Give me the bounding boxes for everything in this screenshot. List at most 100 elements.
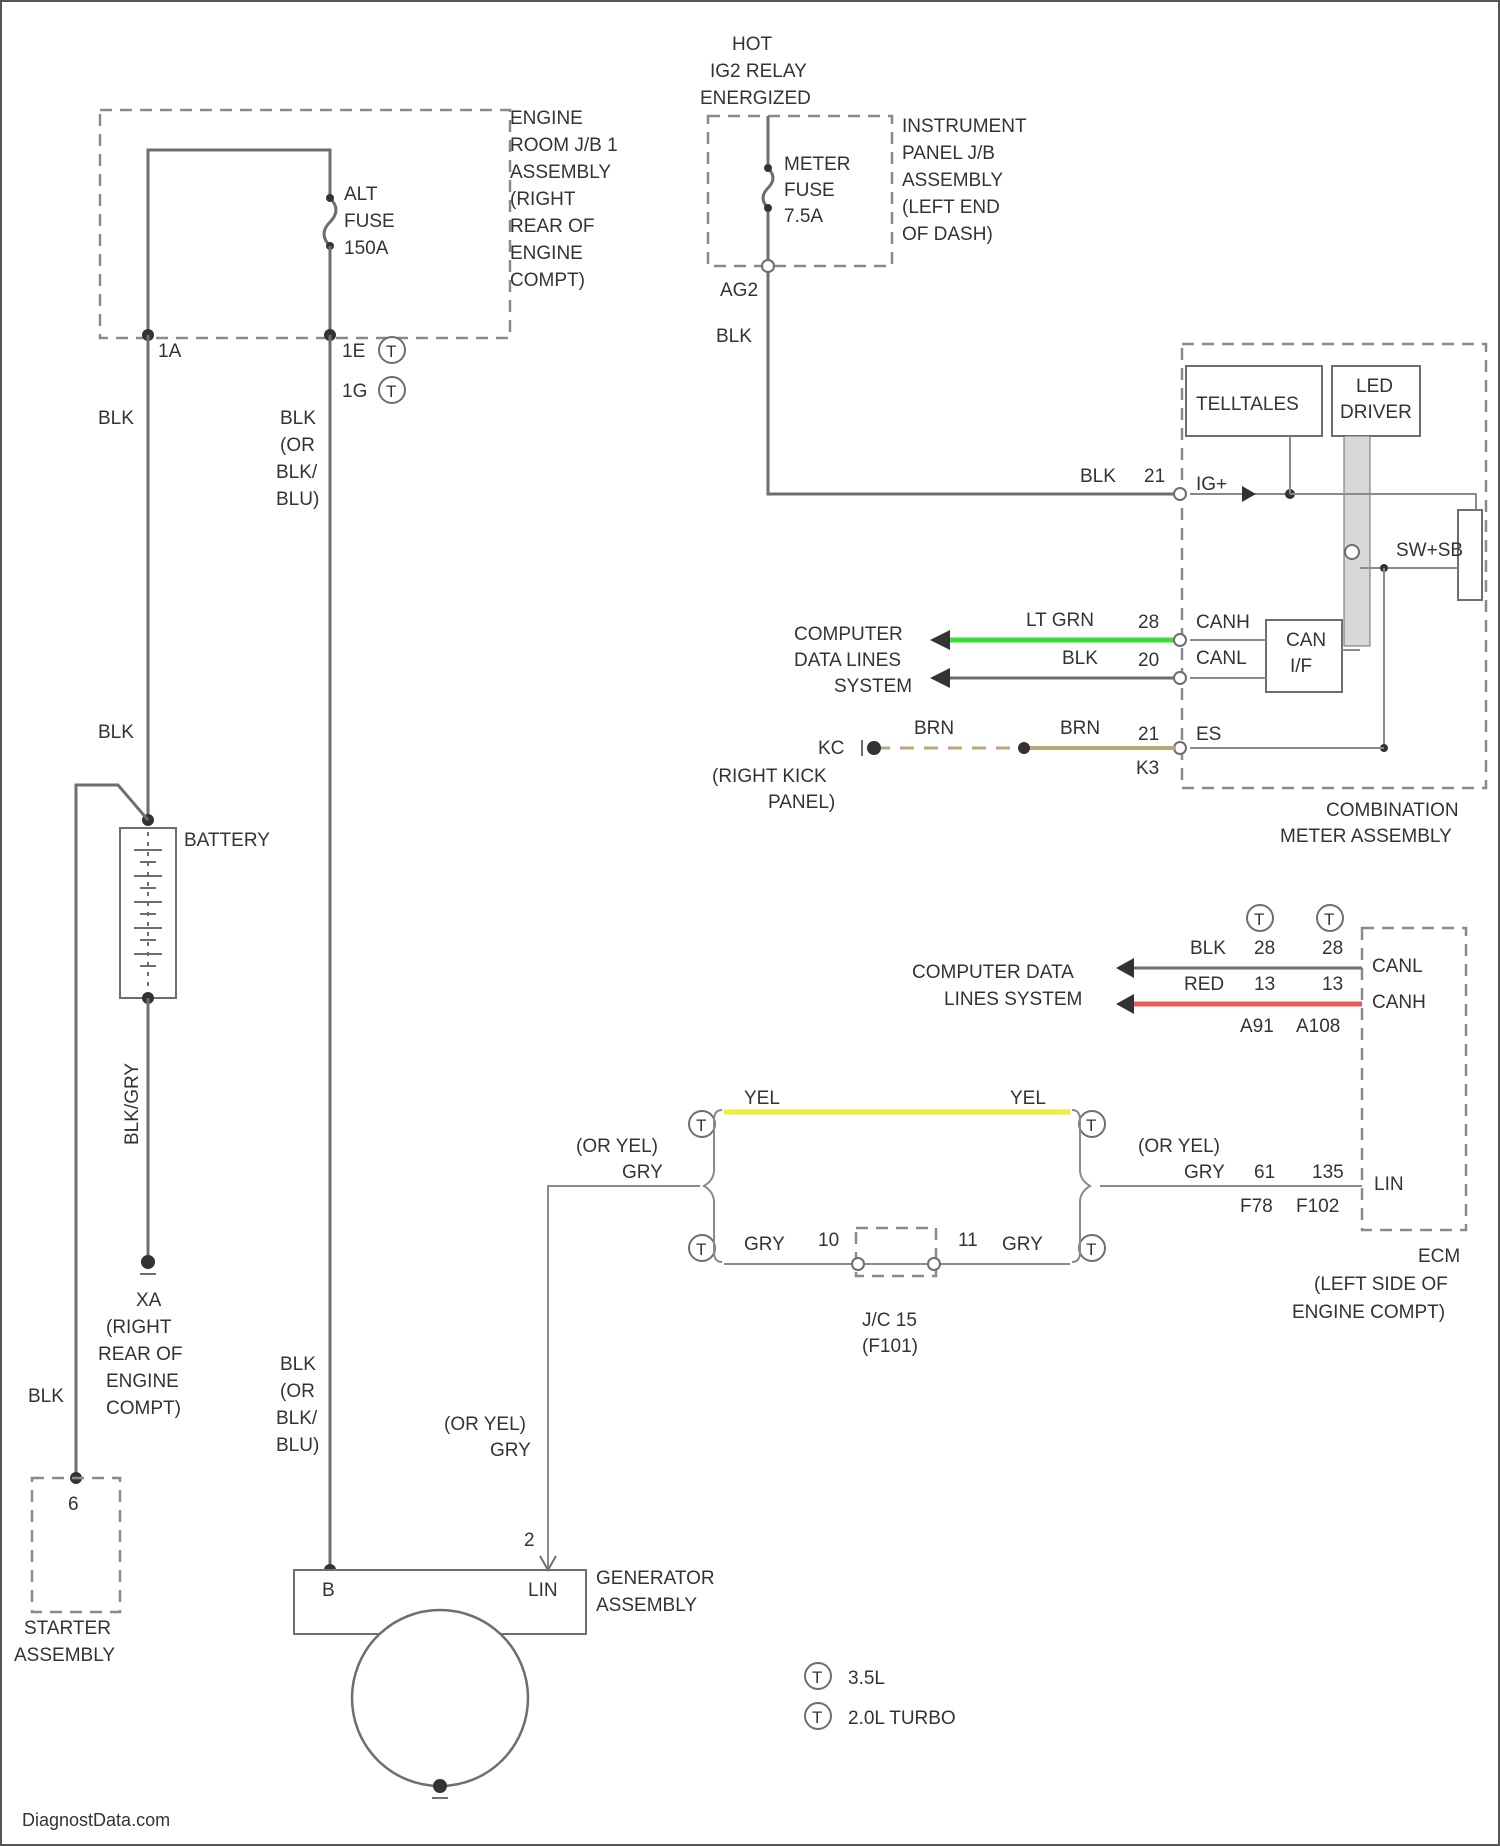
svg-text:DATA LINES: DATA LINES [794, 650, 901, 671]
svg-text:ENGINE: ENGINE [510, 108, 583, 129]
svg-text:T: T [1086, 1240, 1096, 1259]
starter-label: STARTER ASSEMBLY [14, 1618, 115, 1666]
meter-pin-21: 21 [1144, 466, 1165, 487]
ecm-pin-13b: 13 [1322, 974, 1343, 995]
svg-text:ENGINE COMPT): ENGINE COMPT) [1292, 1302, 1445, 1323]
svg-text:ENGINE: ENGINE [106, 1371, 179, 1392]
generator-label: GENERATOR ASSEMBLY [596, 1568, 715, 1616]
svg-text:ECM: ECM [1418, 1246, 1460, 1267]
wire-color-blk-gry: BLK/GRY [122, 1063, 143, 1145]
wire-color-yel: YEL [1010, 1088, 1046, 1109]
variant-marker-icon: T [379, 337, 405, 363]
combination-meter-label: COMBINATION METER ASSEMBLY [1280, 800, 1459, 847]
wire-color-or-yel-gry: (OR YEL) GRY [444, 1414, 531, 1461]
internal-bus-lines [1344, 436, 1370, 646]
svg-text:STARTER: STARTER [24, 1618, 111, 1639]
meter-pin-20: 20 [1138, 650, 1159, 671]
ground-kc: KC [818, 738, 844, 759]
arrow-left-icon [1116, 958, 1134, 978]
telltales-label: TELLTALES [1196, 394, 1299, 415]
generator-pin-b: B [322, 1580, 335, 1601]
wire-color-blk: BLK [1080, 466, 1116, 487]
svg-text:ENGINE: ENGINE [510, 243, 583, 264]
wire-color-red: RED [1184, 974, 1224, 995]
variant-marker-icon: T [1079, 1235, 1105, 1261]
svg-text:PANEL J/B: PANEL J/B [902, 143, 995, 164]
wire-color-blk: BLK [1062, 648, 1098, 669]
variant-marker-icon: T [1317, 905, 1343, 931]
generator-pin-2: 2 [524, 1530, 535, 1551]
watermark: DiagnostData.com [22, 1810, 170, 1830]
connector-terminal [762, 260, 774, 272]
svg-text:DRIVER: DRIVER [1340, 402, 1412, 423]
svg-text:7.5A: 7.5A [784, 206, 823, 227]
svg-text:COMBINATION: COMBINATION [1326, 800, 1459, 821]
svg-text:SYSTEM: SYSTEM [834, 676, 912, 697]
svg-text:(RIGHT KICK: (RIGHT KICK [712, 766, 827, 787]
kick-panel-label: (RIGHT KICK PANEL) [712, 766, 835, 813]
svg-text:LED: LED [1356, 376, 1393, 397]
wire-color-brn: BRN [914, 718, 954, 739]
svg-text:T: T [812, 1668, 822, 1687]
starter-pin: 6 [68, 1494, 79, 1515]
svg-text:ROOM J/B 1: ROOM J/B 1 [510, 135, 618, 156]
meter-pin-es: ES [1196, 724, 1221, 745]
engine-jb-label: ENGINE ROOM J/B 1 ASSEMBLY (RIGHT REAR O… [510, 108, 618, 291]
svg-text:HOT: HOT [732, 34, 773, 55]
jc-terminal [852, 1258, 864, 1270]
jc-label: J/C 15 (F101) [862, 1310, 918, 1357]
ground-point-icon [862, 740, 881, 756]
svg-text:CAN: CAN [1286, 630, 1326, 651]
ecm-pin-canl: CANL [1372, 956, 1423, 977]
svg-text:I/F: I/F [1290, 656, 1312, 677]
jc-terminal [928, 1258, 940, 1270]
ground-xa-label: XA (RIGHT REAR OF ENGINE COMPT) [98, 1290, 182, 1419]
wire-color-or-yel-gry: (OR YEL) GRY [1138, 1136, 1225, 1183]
wire-color-blk: BLK [28, 1386, 64, 1407]
wire-color-yel: YEL [744, 1088, 780, 1109]
arrow-left-icon [1116, 994, 1134, 1014]
svg-text:T: T [696, 1116, 706, 1135]
meter-connector-terminals [1174, 488, 1186, 754]
generator-symbol-icon [352, 1610, 528, 1786]
svg-text:(RIGHT: (RIGHT [106, 1317, 172, 1338]
svg-text:FUSE: FUSE [344, 211, 395, 232]
meter-fuse-symbol [763, 116, 773, 266]
meter-pin-28: 28 [1138, 612, 1159, 633]
transistor-symbol-icon [1345, 545, 1359, 559]
arrow-right-icon [1242, 486, 1256, 502]
svg-text:COMPT): COMPT) [106, 1398, 181, 1419]
svg-text:BLK: BLK [280, 408, 316, 429]
generator-pin-lin: LIN [528, 1580, 558, 1601]
arrow-left-icon [930, 668, 950, 688]
instrument-panel-jb-label: INSTRUMENT PANEL J/B ASSEMBLY (LEFT END … [902, 116, 1027, 245]
svg-text:ASSEMBLY: ASSEMBLY [510, 162, 611, 183]
computer-data-lines-ref: COMPUTER DATA LINES SYSTEM [794, 624, 912, 697]
wire-color-blk: BLK [1190, 938, 1226, 959]
ecm-pin-28b: 28 [1322, 938, 1343, 959]
variant-marker-icon: T [1079, 1111, 1105, 1137]
jc-pin-10: 10 [818, 1230, 839, 1251]
wire-color-or-yel-gry: (OR YEL) GRY [576, 1136, 663, 1183]
svg-text:METER ASSEMBLY: METER ASSEMBLY [1280, 826, 1452, 847]
svg-text:(OR YEL): (OR YEL) [1138, 1136, 1220, 1157]
wire-color-blk: BLK [98, 722, 134, 743]
sw-sb-label: SW+SB [1396, 540, 1463, 561]
svg-text:ASSEMBLY: ASSEMBLY [902, 170, 1003, 191]
svg-text:T: T [1086, 1116, 1096, 1135]
ecm-conn-f78: F78 [1240, 1196, 1273, 1217]
connector-1a: 1A [158, 341, 182, 362]
ecm-pin-lin: LIN [1374, 1174, 1404, 1195]
svg-text:GRY: GRY [1184, 1162, 1225, 1183]
ecm-pin-135: 135 [1312, 1162, 1344, 1183]
svg-text:INSTRUMENT: INSTRUMENT [902, 116, 1027, 137]
svg-text:METER: METER [784, 154, 851, 175]
svg-text:(LEFT END: (LEFT END [902, 197, 1000, 218]
svg-text:T: T [696, 1240, 706, 1259]
svg-text:BLU): BLU) [276, 489, 319, 510]
arrow-left-icon [930, 630, 950, 650]
svg-text:BLK/: BLK/ [276, 462, 318, 483]
fuse-terminal [764, 164, 772, 172]
meter-pin-canl: CANL [1196, 648, 1247, 669]
ground-point-icon [140, 1255, 156, 1274]
